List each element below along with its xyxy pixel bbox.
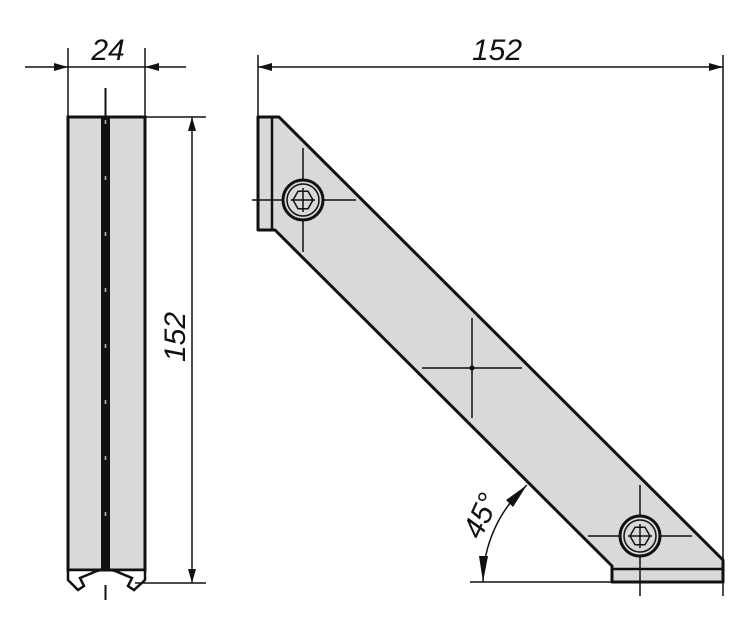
side-profile-bottom [66, 568, 147, 592]
width-dimension-label: 24 [90, 34, 124, 67]
center-mark-icon [422, 318, 522, 418]
front-view: 152 45° [252, 34, 725, 596]
angle-arrow [479, 556, 488, 582]
bracket-body [256, 115, 725, 584]
angle-arrow [506, 485, 527, 507]
screw-icon [588, 485, 692, 596]
front-width-dimension-label: 152 [472, 34, 522, 67]
angle-dimension-label: 45° [457, 488, 506, 543]
height-dimension-label: 152 [159, 312, 192, 362]
screw-icon [252, 148, 356, 252]
side-profile-groove [101, 117, 110, 570]
side-view: 24 152 [25, 34, 206, 600]
